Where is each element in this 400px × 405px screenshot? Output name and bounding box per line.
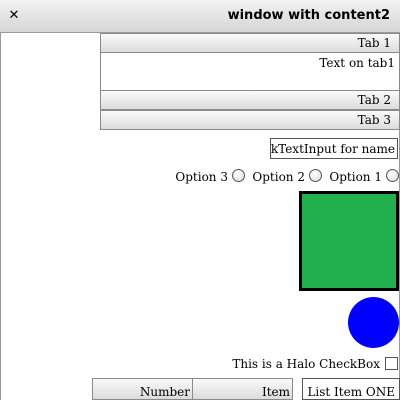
tab-2-header[interactable]: Tab 2 <box>100 90 400 110</box>
close-icon[interactable]: ✕ <box>8 8 20 23</box>
window-title: window with content2 <box>227 8 390 23</box>
name-text-input[interactable]: arkTextInput for name <box>270 138 398 159</box>
column-header-number[interactable]: Number <box>92 378 193 400</box>
radio-option-2[interactable] <box>309 169 322 182</box>
radio-option-1-label: Option 1 <box>329 170 382 184</box>
window-frame-left <box>0 33 1 400</box>
radio-option-3[interactable] <box>232 169 245 182</box>
column-header-item[interactable]: Item <box>192 378 293 400</box>
radio-option-2-label: Option 2 <box>252 170 305 184</box>
halo-checkbox-label: This is a Halo CheckBox <box>232 357 380 371</box>
window-title-bar[interactable] <box>0 0 400 33</box>
radio-option-3-label: Option 3 <box>175 170 228 184</box>
halo-checkbox[interactable] <box>385 357 398 370</box>
tab-1-header[interactable]: Tab 1 <box>100 33 400 53</box>
name-text-input-value: arkTextInput for name <box>270 142 395 156</box>
green-square <box>299 191 399 291</box>
tab-1-text: Text on tab1 <box>319 56 395 70</box>
blue-circle <box>348 297 399 348</box>
tab-1-content: Text on tab1 <box>100 53 400 90</box>
radio-option-1[interactable] <box>386 169 399 182</box>
tab-3-header[interactable]: Tab 3 <box>100 110 400 130</box>
list-item[interactable]: List Item ONE <box>302 378 400 400</box>
